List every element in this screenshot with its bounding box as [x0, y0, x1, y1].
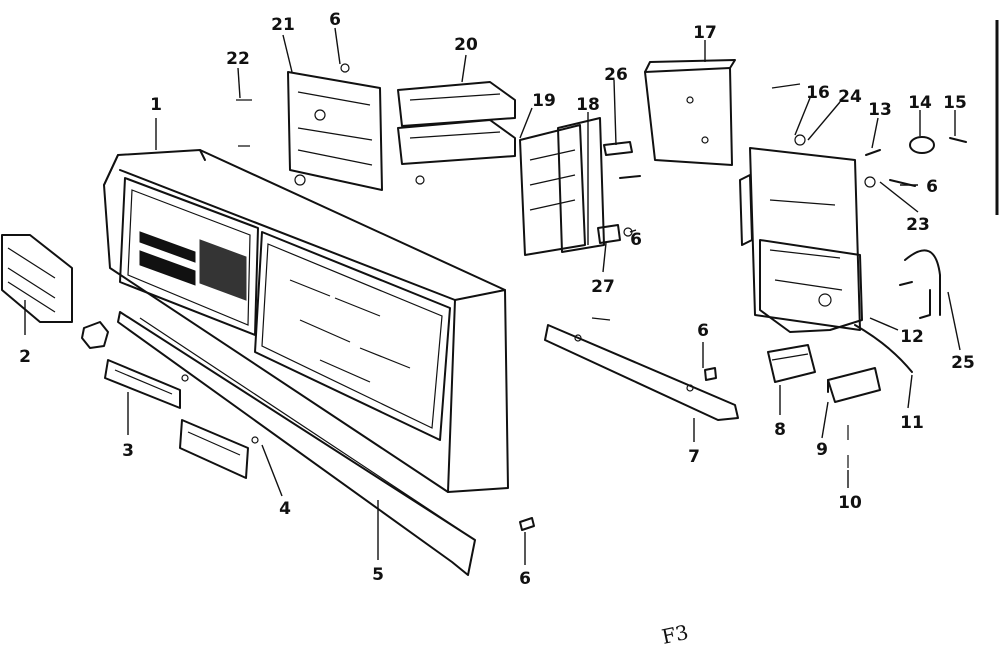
callout-26: 26 [604, 65, 628, 85]
callout-27: 27 [591, 277, 615, 297]
knob-part [81, 321, 109, 349]
figure-code: F3 [660, 620, 691, 649]
switch-assembly-part [397, 81, 516, 185]
callout-6e: 6 [926, 177, 938, 197]
leader-lines [24, 27, 961, 565]
callout-4: 4 [279, 499, 291, 519]
lower-bracket-part [544, 317, 739, 421]
callout-13: 13 [868, 100, 892, 120]
screw-part [704, 367, 717, 381]
callout-15: 15 [943, 93, 967, 113]
control-bracket-part [287, 63, 383, 191]
mount-bracket-part [827, 367, 881, 403]
clip-part [597, 141, 641, 244]
callout-10: 10 [838, 493, 862, 513]
callout-18: 18 [576, 95, 600, 115]
nameplate-part [104, 359, 181, 409]
callout-21: 21 [271, 15, 295, 35]
callout-6a: 6 [329, 10, 341, 30]
callout-20: 20 [454, 35, 478, 55]
screw-part [236, 99, 252, 147]
callout-12: 12 [900, 327, 924, 347]
cover-panel-part [644, 59, 736, 166]
terminal-block-part [767, 344, 816, 383]
badge-part [179, 419, 259, 479]
control-console-part [103, 149, 509, 493]
callout-25: 25 [951, 353, 975, 373]
callout-22: 22 [226, 49, 250, 69]
callout-19: 19 [532, 91, 556, 111]
small-hardware-part [864, 136, 967, 188]
rail-part [117, 311, 476, 576]
callout-9: 9 [816, 440, 828, 460]
callout-17: 17 [693, 23, 717, 43]
callout-11: 11 [900, 413, 924, 433]
spring-clip-part [899, 249, 941, 319]
timer-module-part [739, 83, 863, 333]
circuit-board-part [519, 117, 605, 256]
callout-23: 23 [906, 215, 930, 235]
callout-14: 14 [908, 93, 932, 113]
callout-24: 24 [838, 87, 862, 107]
callout-7: 7 [688, 447, 700, 467]
screw-part [519, 517, 535, 531]
callout-8: 8 [774, 420, 786, 440]
callout-6d: 6 [630, 230, 642, 250]
callout-3: 3 [122, 441, 134, 461]
window-text-lines [289, 279, 411, 383]
callout-16: 16 [806, 83, 830, 103]
callout-1: 1 [150, 95, 162, 115]
callout-6c: 6 [697, 321, 709, 341]
callout-5: 5 [372, 565, 384, 585]
callout-6b: 6 [519, 569, 531, 589]
callout-2: 2 [19, 347, 31, 367]
wire-lead-part [854, 324, 913, 373]
trim-piece-part [1, 234, 73, 323]
